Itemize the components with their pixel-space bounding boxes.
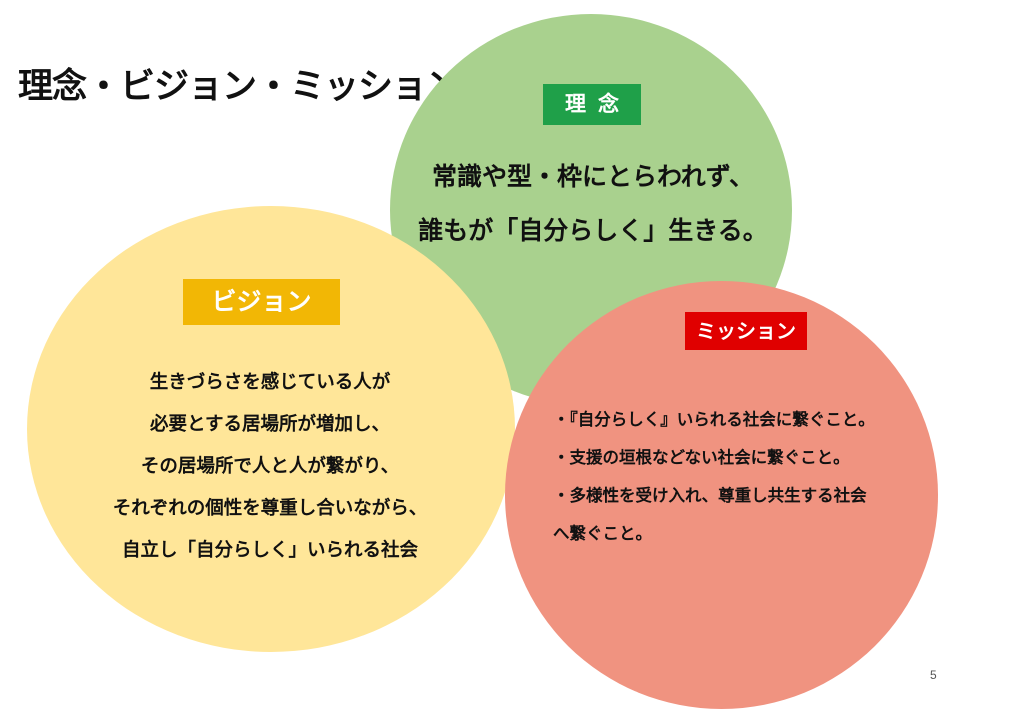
mission-line: ・多様性を受け入れ、尊重し共生する社会 [553,486,867,505]
vision-line: 自立し「自分らしく」いられる社会 [121,540,418,561]
mission-line: へ繋ぐこと。 [553,524,652,543]
page-number: 5 [930,668,937,682]
vision-label: ビジョン [183,279,340,325]
mission-label: ミッション [685,312,807,350]
mission-line: ・支援の垣根などない社会に繋ぐこと。 [553,448,850,467]
page-title: 理念・ビジョン・ミッション [18,67,461,107]
mission-text: ・『自分らしく』いられる社会に繋ぐこと。 ・支援の垣根などない社会に繋ぐこと。 … [553,401,933,553]
rinen-line: 誰もが「自分らしく」生きる。 [418,216,768,245]
vision-line: 必要とする居場所が増加し、 [150,414,390,435]
vision-text: 生きづらさを感じている人が 必要とする居場所が増加し、 その居場所で人と人が繋が… [30,362,510,572]
vision-line: その居場所で人と人が繋がり、 [140,456,400,477]
vision-line: 生きづらさを感じている人が [149,372,391,393]
mission-circle [505,281,938,709]
rinen-label: 理念 [543,84,641,125]
mission-line: ・『自分らしく』いられる社会に繋ぐこと。 [553,410,875,429]
rinen-line: 常識や型・枠にとらわれず、 [431,162,754,191]
rinen-text: 常識や型・枠にとらわれず、 誰もが「自分らしく」生きる。 [398,150,788,258]
vision-line: それぞれの個性を尊重し合いながら、 [112,498,428,519]
